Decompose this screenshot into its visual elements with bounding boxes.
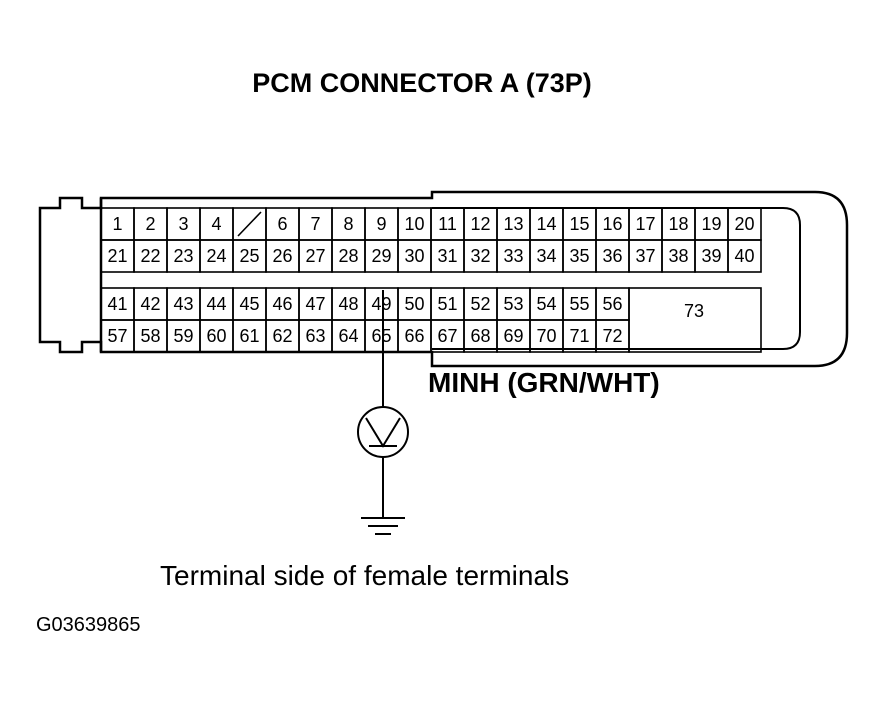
pin-label: 43 <box>173 294 193 314</box>
pin-label: 12 <box>470 214 490 234</box>
pin-label: 31 <box>437 246 457 266</box>
connector-left-housing <box>38 196 103 354</box>
pin-label: 13 <box>503 214 523 234</box>
pin-label: 32 <box>470 246 490 266</box>
pin-label: 33 <box>503 246 523 266</box>
pin-cell-large <box>628 287 762 353</box>
pin-label: 45 <box>239 294 259 314</box>
connector-outer-frame <box>99 190 849 368</box>
pin-label: 24 <box>206 246 226 266</box>
pin-label: 34 <box>536 246 556 266</box>
pin-label: 14 <box>536 214 556 234</box>
pin-label: 26 <box>272 246 292 266</box>
pin-label: 72 <box>602 326 622 346</box>
pin-label: 56 <box>602 294 622 314</box>
pin-label: 53 <box>503 294 523 314</box>
pin-label: 64 <box>338 326 358 346</box>
pin-label: 8 <box>343 214 353 234</box>
pin-label: 11 <box>438 214 457 234</box>
voltmeter-symbol <box>365 417 401 448</box>
pin-label: 19 <box>701 214 721 234</box>
wire-label: MINH (GRN/WHT) <box>428 367 660 398</box>
pin-label: 16 <box>602 214 622 234</box>
pin-label: 21 <box>107 246 127 266</box>
pin-label: 60 <box>206 326 226 346</box>
pin-label: 55 <box>569 294 589 314</box>
ground-icon <box>361 517 405 535</box>
voltmeter-icon <box>357 406 409 458</box>
pin-label: 66 <box>404 326 424 346</box>
pin-label: 61 <box>239 326 259 346</box>
pin-label: 40 <box>734 246 754 266</box>
pin-label: 37 <box>635 246 655 266</box>
pin-label: 18 <box>668 214 688 234</box>
pin-label: 7 <box>310 214 320 234</box>
pin-label: 35 <box>569 246 589 266</box>
pin-label: 68 <box>470 326 490 346</box>
diagram-title: PCM CONNECTOR A (73P) <box>252 68 592 98</box>
connector-inner-frame <box>432 207 801 350</box>
pin-label: 22 <box>140 246 160 266</box>
pin-label: 50 <box>404 294 424 314</box>
pin-label: 48 <box>338 294 358 314</box>
pin-label: 54 <box>536 294 556 314</box>
pin-label-large: 73 <box>684 301 704 321</box>
pin-label: 41 <box>107 294 127 314</box>
pin-label: 63 <box>305 326 325 346</box>
pin-label: 30 <box>404 246 424 266</box>
probe-lead <box>357 290 409 518</box>
pin-label: 29 <box>371 246 391 266</box>
pin-label: 25 <box>239 246 259 266</box>
pin-label: 49 <box>371 294 391 314</box>
pin-label: 23 <box>173 246 193 266</box>
pin-label: 3 <box>178 214 188 234</box>
pin-label: 39 <box>701 246 721 266</box>
pin-label: 58 <box>140 326 160 346</box>
pin-label: 4 <box>211 214 221 234</box>
pin-label: 69 <box>503 326 523 346</box>
pin-label: 59 <box>173 326 193 346</box>
pin-label: 36 <box>602 246 622 266</box>
pin-label: 1 <box>112 214 122 234</box>
pin-label: 52 <box>470 294 490 314</box>
pin-label: 17 <box>635 214 655 234</box>
pin-label: 70 <box>536 326 556 346</box>
pin-cell <box>727 239 762 273</box>
diagram-caption: Terminal side of female terminals <box>160 560 570 591</box>
pin-label: 2 <box>145 214 155 234</box>
pin-label: 44 <box>206 294 226 314</box>
pin-label: 38 <box>668 246 688 266</box>
pin-label: 46 <box>272 294 292 314</box>
pin-label: 71 <box>569 326 589 346</box>
pin-label: 6 <box>277 214 287 234</box>
pin-label: 47 <box>305 294 325 314</box>
pin-label: 20 <box>734 214 754 234</box>
pin-label: 28 <box>338 246 358 266</box>
pin-label: 51 <box>437 294 457 314</box>
pin-label: 15 <box>569 214 589 234</box>
pin-label: 62 <box>272 326 292 346</box>
pin-label: 67 <box>437 326 457 346</box>
pin-label: 65 <box>371 326 391 346</box>
pin-label: 10 <box>404 214 424 234</box>
blank-pin-slash <box>237 211 262 237</box>
pin-label: 42 <box>140 294 160 314</box>
pin-label: 9 <box>376 214 386 234</box>
pin-label: 57 <box>107 326 127 346</box>
pin-label: 27 <box>305 246 325 266</box>
figure-id: G03639865 <box>36 614 141 636</box>
